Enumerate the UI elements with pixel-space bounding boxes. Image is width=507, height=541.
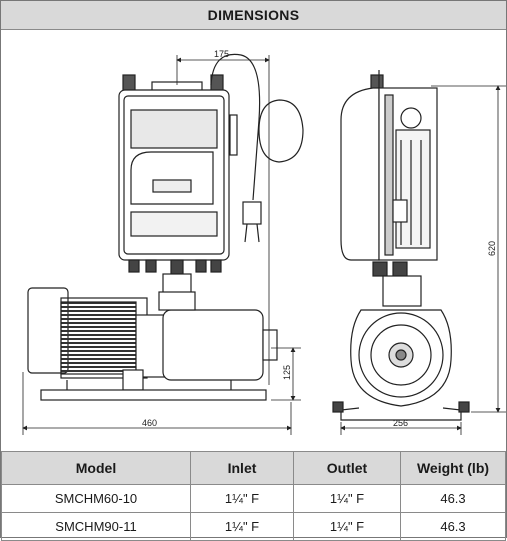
- col-model: Model: [1, 451, 191, 485]
- col-weight: Weight (lb): [400, 451, 506, 485]
- front-controller: [118, 74, 238, 295]
- cell-model: SMCHM60-10: [1, 484, 191, 513]
- power-cable-plug: [210, 53, 304, 243]
- cell-weight: 46.3: [400, 484, 506, 513]
- col-outlet: Outlet: [293, 451, 401, 485]
- front-motor-pump: [27, 287, 278, 401]
- side-pump: [332, 309, 470, 421]
- section-title: DIMENSIONS: [1, 1, 506, 30]
- cell-weight: 46.3: [400, 512, 506, 541]
- dim-inlet-height: 125: [282, 365, 292, 380]
- dimension-lines: [22, 55, 506, 435]
- cell-inlet: 1¼" F: [190, 484, 294, 513]
- dim-total-length: 460: [142, 418, 157, 428]
- table-row: SMCHM90-11 1¼" F 1¼" F 46.3: [1, 512, 506, 541]
- dim-top-width: 175: [214, 49, 229, 59]
- technical-drawing: 175 460 256 125 620: [22, 49, 506, 435]
- table-header-row: Model Inlet Outlet Weight (lb): [1, 451, 506, 485]
- table-row: SMCHM60-10 1¼" F 1¼" F 46.3: [1, 484, 506, 513]
- dim-height: 620: [487, 241, 497, 256]
- cell-outlet: 1¼" F: [293, 512, 401, 541]
- side-controller: [340, 70, 438, 307]
- model-spec-table: Model Inlet Outlet Weight (lb) SMCHM60-1…: [1, 451, 506, 541]
- cell-model: SMCHM90-11: [1, 512, 191, 541]
- pump-dimension-drawing: 175 460 256 125 620: [1, 30, 506, 450]
- cell-outlet: 1¼" F: [293, 484, 401, 513]
- section-title-text: DIMENSIONS: [207, 7, 300, 23]
- col-inlet: Inlet: [190, 451, 294, 485]
- cell-inlet: 1¼" F: [190, 512, 294, 541]
- dim-base-width: 256: [393, 418, 408, 428]
